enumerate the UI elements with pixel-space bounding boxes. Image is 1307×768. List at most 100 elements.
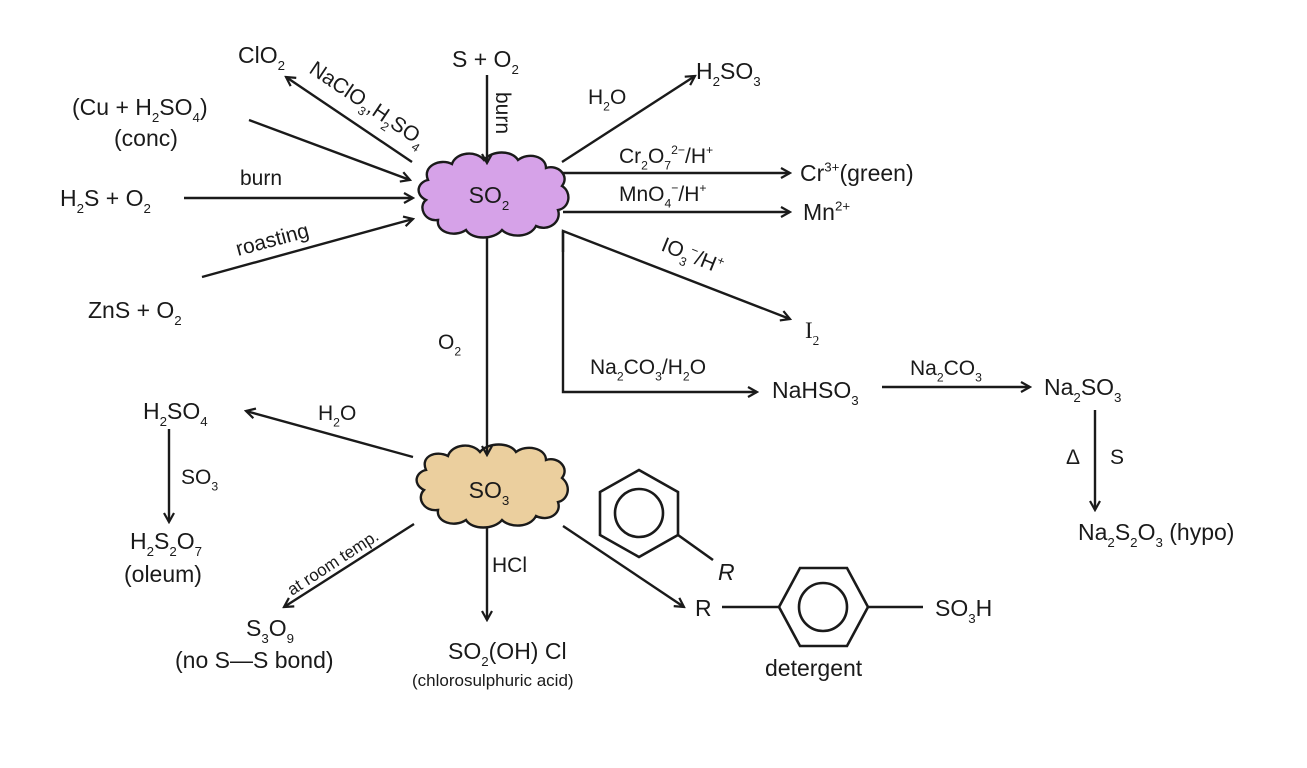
chem-subscript: 2 bbox=[278, 58, 285, 73]
chem-subscript: 2 bbox=[169, 544, 176, 559]
chem-text: Na bbox=[590, 356, 617, 379]
chem-text: S bbox=[1115, 519, 1130, 545]
chem-subscript: 2 bbox=[481, 654, 488, 669]
chem-text: Na bbox=[1078, 519, 1108, 545]
chem-subscript: 2 bbox=[502, 198, 509, 213]
chem-subscript: 2 bbox=[77, 201, 84, 216]
chem-text: H bbox=[588, 86, 603, 109]
so3-oleum-condition: SO3 bbox=[181, 466, 218, 493]
chem-text: O bbox=[177, 528, 195, 554]
arrow-so2-to-clo2 bbox=[286, 77, 413, 163]
oleum-label: (oleum) bbox=[124, 561, 202, 587]
chem-subscript: 2 bbox=[1107, 535, 1114, 550]
chem-text: CO bbox=[624, 356, 656, 379]
chem-subscript: 2 bbox=[937, 370, 944, 384]
roasting-condition: roasting bbox=[233, 219, 311, 261]
h2o-condition-h2so3: H2O bbox=[588, 86, 626, 113]
chem-subscript: 4 bbox=[665, 196, 672, 210]
no-s-s-bond-label: (no S—S bond) bbox=[175, 647, 334, 673]
chem-text: S bbox=[1110, 446, 1124, 469]
r-group-detergent: R bbox=[695, 595, 712, 621]
chem-text: SO bbox=[159, 94, 192, 120]
chem-text: (green) bbox=[839, 160, 913, 186]
chem-text: /H bbox=[662, 356, 683, 379]
chem-text: SO bbox=[720, 58, 753, 84]
chem-text: O bbox=[610, 86, 626, 109]
chem-text: (chlorosulphuric acid) bbox=[412, 671, 574, 690]
chem-text: (OH) Cl bbox=[489, 638, 567, 664]
chem-subscript: 2 bbox=[160, 414, 167, 429]
chem-text: Mn bbox=[803, 199, 835, 225]
s-hypo-condition: S bbox=[1110, 446, 1124, 469]
chem-subscript: 4 bbox=[200, 414, 207, 429]
chem-text: SO bbox=[1081, 374, 1114, 400]
alkyl-bond bbox=[677, 533, 714, 562]
chem-text: (conc) bbox=[114, 125, 178, 151]
chem-subscript: 3 bbox=[968, 611, 975, 626]
h2so4-node: H2SO4 bbox=[143, 398, 208, 429]
nahso3-node: NaHSO3 bbox=[772, 377, 859, 408]
chem-text: (oleum) bbox=[124, 561, 202, 587]
chem-subscript: 2 bbox=[603, 99, 610, 113]
naclo3-h2so4-condition: NaClO3,H2SO4 bbox=[303, 57, 430, 155]
chem-subscript: 2 bbox=[147, 544, 154, 559]
mn2-node: Mn2+ bbox=[803, 198, 850, 225]
chem-subscript: 2 bbox=[454, 344, 461, 358]
chem-subscript: 3 bbox=[975, 370, 982, 384]
detergent-label: detergent bbox=[765, 655, 863, 681]
r-group-alkylbenzene: R bbox=[718, 559, 735, 585]
arrow-so3-to-detergent bbox=[562, 525, 684, 607]
detergent-structure: R SO3H detergent bbox=[695, 566, 993, 681]
s3o9-node: S3O9 bbox=[246, 615, 294, 646]
chem-text: O bbox=[690, 356, 706, 379]
chem-subscript: 2 bbox=[333, 415, 340, 429]
chem-subscript: 3 bbox=[261, 631, 268, 646]
chem-text: /H bbox=[678, 183, 699, 206]
chem-text: SO bbox=[935, 595, 968, 621]
chem-text: Cr bbox=[800, 160, 825, 186]
chem-text: H bbox=[976, 595, 993, 621]
alkylbenzene-structure: R bbox=[598, 468, 735, 585]
chem-text: O bbox=[438, 331, 454, 354]
room-temp-condition: at room temp. bbox=[284, 526, 382, 599]
conc-label: (conc) bbox=[114, 125, 178, 151]
chem-text: NaHSO bbox=[772, 377, 851, 403]
permanganate-condition: MnO4−/H+ bbox=[619, 181, 707, 210]
chem-supscript: + bbox=[706, 143, 713, 157]
chem-text: NaClO bbox=[305, 57, 370, 111]
chem-text: ClO bbox=[238, 42, 278, 68]
chem-subscript: 2 bbox=[143, 201, 150, 216]
chem-subscript: 2 bbox=[617, 369, 624, 383]
chem-subscript: 2 bbox=[152, 110, 159, 125]
chem-subscript: 2 bbox=[1073, 390, 1080, 405]
aromatic-circle-detergent bbox=[797, 581, 849, 633]
clo2-node: ClO2 bbox=[238, 42, 285, 73]
h2o-condition-h2so4: H2O bbox=[318, 402, 356, 429]
arrow-zns-to-so2 bbox=[201, 219, 413, 279]
chem-subscript: 3 bbox=[1155, 535, 1162, 550]
chem-subscript: 3 bbox=[211, 479, 218, 493]
chem-supscript: + bbox=[715, 253, 727, 269]
so2-label: SO2 bbox=[469, 182, 510, 213]
burn-condition-h2s: burn bbox=[240, 167, 282, 190]
arrow-so3-to-s3o9 bbox=[284, 522, 415, 607]
benzene-ring-detergent bbox=[777, 566, 870, 648]
chem-text: S bbox=[154, 528, 169, 554]
chem-text: SO bbox=[469, 182, 502, 208]
chem-text: (Cu + H bbox=[72, 94, 152, 120]
chem-supscript: 3+ bbox=[824, 159, 839, 174]
chem-text: ) bbox=[200, 94, 208, 120]
dichromate-condition: Cr2O72−/H+ bbox=[619, 143, 713, 172]
chlorosulphuric-acid-label: (chlorosulphuric acid) bbox=[412, 671, 574, 690]
chem-supscript: 2− bbox=[671, 143, 685, 157]
aromatic-circle-alkylbenzene bbox=[613, 487, 665, 539]
chem-text: H bbox=[143, 398, 160, 424]
chem-text: (hypo) bbox=[1163, 519, 1235, 545]
chem-subscript: 2 bbox=[511, 62, 518, 77]
so3-cloud-shape bbox=[415, 443, 569, 529]
burn-condition-s: burn bbox=[491, 92, 514, 134]
chem-text: H bbox=[60, 185, 77, 211]
chem-supscript: − bbox=[689, 242, 701, 258]
chem-subscript: 2 bbox=[813, 333, 820, 348]
arrow-so2-to-nahso3 bbox=[561, 231, 757, 392]
